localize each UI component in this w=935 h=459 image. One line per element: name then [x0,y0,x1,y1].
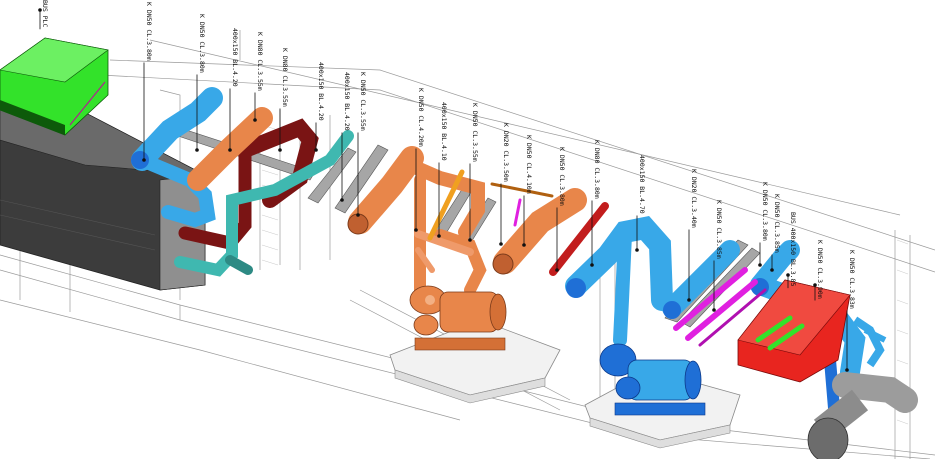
leader-endpoint [414,228,418,232]
green-electrical-cabinet [0,37,109,136]
pipe-annotation-text: K DN50 CL.3.80m [558,147,566,206]
pipe-annotation-text: K DN50 CL.3.80m [761,182,769,241]
pipe-annotation-text: 400x150 BL.4.20 [343,72,351,131]
pipe-annotation: K DN50 CL.3.80m [195,14,206,152]
leader-endpoint [845,368,849,372]
leader-endpoint [340,198,344,202]
pipe-annotation: K DN50 CL.3.55m [356,72,367,217]
pipe-annotation: 400x150 BL.4.70 [635,155,646,252]
leader-endpoint [278,148,282,152]
magenta-pipes [513,198,767,347]
pipe-annotation: 400x150 BL.4.20 [314,62,325,152]
pipe-annotation-text: K DN50 CL.3.80m [198,14,206,73]
leader-endpoint [437,234,441,238]
pipe-annotation-text: K DN50 CL.3.90m [816,240,824,299]
pipe-annotation: K DN50 CL.3.80m [758,182,769,267]
leader-endpoint [468,238,472,242]
leader-endpoint [142,158,146,162]
pipe-annotation-text: K DN20 CL.3.50m [502,123,510,182]
pipe-annotation: K DN80 CL.3.55m [253,32,264,122]
pipe-annotation: K DN50 CL.3.83m [845,250,856,372]
leader-endpoint [758,263,762,267]
pipe-annotation-text: 400x150 BL.4.20 [231,28,239,87]
pipe-annotation-text: BUS 400x150 BL.3.85 [789,212,797,286]
pipe-annotation: 400x150 BL.4.10 [437,102,448,238]
pipe-annotation: K DN50 CL.4.20m [414,88,425,232]
pipe-annotation: K DN50 CL.3.80m [142,2,153,162]
leader-endpoint [712,308,716,312]
leader-endpoint [555,268,559,272]
leader-endpoint [770,268,774,272]
pipe-annotation-text: K DN50 CL.3.83m [848,250,856,309]
pipe-annotation: BUS 400x150 BL.3.85 [786,212,797,289]
pipe-annotation: 400x150 BL.4.20 [340,72,351,202]
leader-endpoint [786,273,790,277]
pipe-annotation: K DN50 CL.3.85m [770,194,781,272]
pipe-annotation: BUS PLC [38,0,49,30]
pipe-annotation-text: K DN50 CL.4.20m [417,88,425,147]
pipe-annotation-text: K DN80 CL.3.55m [281,48,289,107]
blue-pipes-left [131,87,223,228]
pipe-annotation-text: K DN50 CL.3.55m [471,103,479,162]
teal-pipes [174,130,354,277]
pipe-annotation-text: K DN50 CL.4.10m [525,135,533,194]
leader-endpoint [253,118,257,122]
leader-endpoint [635,248,639,252]
leader-endpoint [687,298,691,302]
pipe-annotation-text: 400x150 BL.4.70 [638,155,646,214]
pipe-annotation: 400x150 BL.4.20 [228,28,239,152]
leader-endpoint [195,148,199,152]
pipe-annotation-text: K DN20 CL.3.40m [690,169,698,228]
pipe-annotation: K DN50 CL.3.90m [813,240,824,301]
pipe-annotation: K DN50 CL.3.55m [468,103,479,242]
leader-endpoint [499,242,503,246]
pipe-annotation-text: 400x150 BL.4.10 [440,102,448,161]
pump-base-orange [389,319,561,404]
pipe-annotation-text: K DN50 CL.3.85m [715,200,723,259]
pipe-annotation: K DN80 CL.3.80m [590,140,601,267]
gray-header-pipe [807,316,918,459]
pipe-annotation-text: K DN80 CL.3.80m [593,140,601,199]
pipe-annotation: K DN20 CL.3.50m [499,123,510,246]
pipe-annotation-text: BUS PLC [41,0,49,27]
leader-endpoint [38,8,42,12]
leader-endpoint [228,148,232,152]
leader-endpoint [522,243,526,247]
pipe-annotation-text: K DN80 CL.3.55m [256,32,264,91]
red-control-panel [737,279,851,383]
pipe-annotation-text: K DN50 CL.3.85m [773,194,781,253]
leader-endpoint [813,283,817,287]
pipe-annotation: K DN50 CL.3.85m [712,200,723,312]
leader-endpoint [314,148,318,152]
pipe-annotation-text: 400x150 BL.4.20 [317,62,325,121]
leader-endpoint [356,213,360,217]
pipe-annotation: K DN80 CL.3.55m [278,48,289,152]
pipe-annotation: K DN20 CL.3.40m [687,169,698,302]
blue-pump [599,343,706,416]
orange-pump [409,285,507,351]
pipe-annotation-text: K DN50 CL.3.80m [145,2,153,61]
leader-endpoint [590,263,594,267]
pipe-annotation-text: K DN50 CL.3.55m [359,72,367,131]
pipe-annotation: K DN50 CL.4.10m [522,135,533,247]
annotation-layer: K DN50 CL.3.80m K DN50 CL.3.80m 400x150 BL… [38,0,856,372]
pipe-annotation: K DN50 CL.3.80m [555,147,566,272]
